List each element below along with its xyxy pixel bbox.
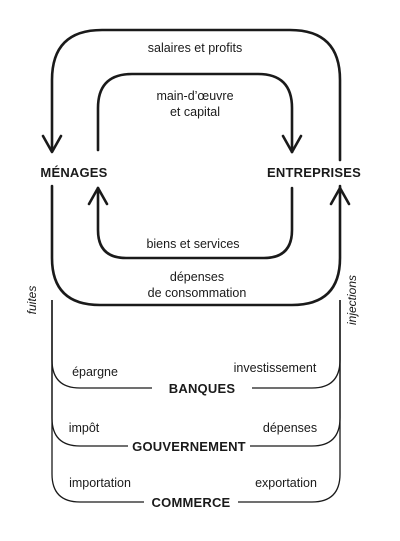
depenses-label-line1: dépenses bbox=[170, 270, 224, 284]
depenses-arrowhead bbox=[329, 186, 351, 206]
salaires-label: salaires et profits bbox=[148, 41, 242, 55]
salaires-flow-arrow bbox=[50, 28, 342, 162]
exportation-label: exportation bbox=[255, 476, 317, 490]
salaires-arrowhead bbox=[41, 134, 63, 154]
injections-label: injections bbox=[345, 275, 359, 325]
gouvernement-label: GOUVERNEMENT bbox=[132, 439, 246, 454]
banques-label: BANQUES bbox=[169, 381, 236, 396]
depenses-label-line2: de consommation bbox=[148, 286, 247, 300]
main-oeuvre-label-line1: main-d’œuvre bbox=[156, 89, 233, 103]
depenses-gov-label: dépenses bbox=[263, 421, 317, 435]
epargne-label: épargne bbox=[72, 365, 118, 379]
banques-label-bg bbox=[152, 378, 252, 398]
commerce-label: COMMERCE bbox=[152, 495, 231, 510]
menages-label: MÉNAGES bbox=[40, 165, 107, 180]
main-oeuvre-flow-arrow bbox=[96, 72, 294, 154]
commerce-label-bg bbox=[144, 492, 238, 512]
importation-label: importation bbox=[69, 476, 131, 490]
main-oeuvre-arrowhead bbox=[281, 134, 303, 154]
gouvernement-label-bg bbox=[128, 436, 250, 456]
biens-label: biens et services bbox=[146, 237, 239, 251]
depenses-flow-arrow bbox=[50, 184, 342, 307]
investissement-label: investissement bbox=[234, 361, 317, 375]
commerce-loop bbox=[51, 300, 341, 503]
main-oeuvre-label-line2: et capital bbox=[170, 105, 220, 119]
impot-label: impôt bbox=[69, 421, 100, 435]
fuites-label: fuites bbox=[25, 286, 39, 315]
entreprises-label: ENTREPRISES bbox=[267, 165, 361, 180]
biens-arrowhead bbox=[87, 186, 109, 206]
biens-flow-arrow bbox=[96, 186, 294, 260]
